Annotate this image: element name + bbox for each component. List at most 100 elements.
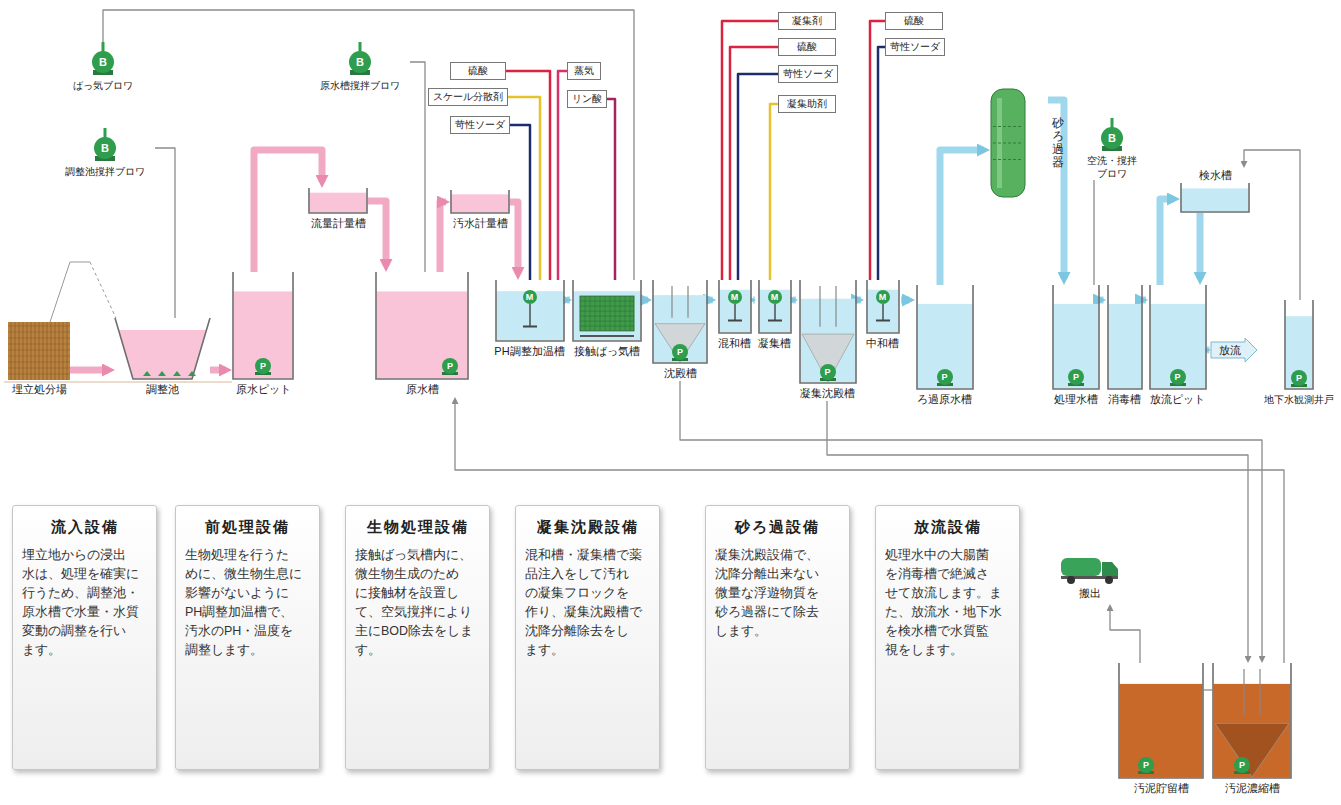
blue-pipe [857, 297, 861, 304]
tank-drawing [450, 190, 510, 214]
hopper [802, 334, 854, 382]
tank-wall [309, 188, 367, 213]
tank: 放流ピットP [1148, 285, 1207, 407]
mixer-letter: M [727, 289, 743, 305]
mixer-paddle [728, 320, 742, 322]
blower-letter: B [97, 140, 113, 156]
blue-pipe [708, 297, 713, 304]
baffle [671, 286, 672, 318]
description-card: 生物処理設備接触ばっ気槽内に、 微生物生成のため に接触材を設置し て、空気撹拌… [345, 505, 490, 770]
media-grid [580, 311, 634, 312]
node-label: 凝集助剤 [783, 97, 831, 111]
tank: ろ過原水槽P [915, 285, 974, 407]
baffle [687, 286, 688, 318]
card-body: 埋立地からの浸出 水は、処理を確実に 行うため、調整池・ 原水槽で水量・水質 変… [22, 546, 147, 660]
description-card: 砂ろ過設備凝集沈殿設備で、 沈降分離出来ない 微量な浮遊物質を 砂ろ過器にて除去… [705, 505, 850, 770]
tank-wall [1181, 183, 1249, 212]
hatch [55, 322, 56, 380]
hatch [67, 322, 68, 380]
sand-layer [993, 159, 1023, 160]
pump-symbol [442, 358, 458, 374]
baffle [1259, 669, 1260, 715]
node-label: 接触ばっ気槽 [574, 344, 640, 359]
blower-outlet [1111, 118, 1114, 128]
node-label: 凝集槽 [758, 336, 791, 351]
description-card: 凝集沈殿設備混和槽・凝集槽で薬 品注入をして汚れ の凝集フロックを 作り、凝集沈… [515, 505, 660, 770]
blue-pipe [1197, 213, 1204, 279]
node-label: 混和槽 [718, 336, 751, 351]
blower-letter: B [1104, 130, 1120, 146]
yel-pipe [508, 97, 540, 280]
tank: 検水槽 [1180, 168, 1250, 213]
water [759, 290, 790, 333]
blower-body [92, 51, 114, 73]
blue-pipe [940, 150, 984, 285]
tank-wall [719, 280, 751, 333]
mixer-paddle [523, 326, 537, 328]
settling-tank: 凝集沈殿槽P [798, 280, 857, 401]
baffle [835, 286, 836, 327]
tank: 中和槽M [864, 280, 901, 351]
pump-letter: P [672, 344, 688, 360]
pump-letter: P [1234, 757, 1250, 773]
blue-pipe [1048, 100, 1064, 279]
blue-pipe [901, 297, 909, 304]
hatch [8, 374, 70, 375]
navy-pipe [878, 47, 885, 280]
pink-pipe [368, 201, 386, 266]
pump-letter: P [1291, 370, 1307, 386]
water [1182, 188, 1249, 211]
node-label: 埋立処分場 [12, 382, 67, 397]
landfill-site: 埋立処分場 [8, 322, 70, 397]
mixer-shaft [882, 304, 883, 321]
blue-pipe [1207, 347, 1209, 354]
pond-wall [115, 318, 210, 379]
tank-wall [1119, 663, 1203, 778]
tank: 流量計量槽 [308, 188, 368, 231]
pump-symbol [1291, 370, 1307, 386]
sand-layer [993, 126, 1023, 127]
contact-media [580, 296, 634, 331]
tank-wall [1108, 285, 1142, 389]
pump-letter: P [1068, 369, 1084, 385]
navy-pipe [510, 125, 530, 280]
hatch [11, 322, 12, 380]
water [574, 291, 641, 340]
node-label: 検水槽 [1199, 168, 1232, 183]
node-label: 空洗・撹拌 ブロワ [1080, 154, 1144, 180]
water [867, 290, 898, 333]
blue-pipe [793, 297, 796, 304]
hatch [8, 326, 70, 327]
steam-pipe [558, 71, 567, 280]
node-label: 処理水槽 [1054, 392, 1098, 407]
pump-symbol [255, 358, 271, 374]
hatch [8, 362, 70, 363]
node-label: 硫酸 [890, 14, 938, 28]
description-card: 前処理設備生物処理を行うた めに、微生物生息に 影響がないように PH調整加温槽… [175, 505, 320, 770]
tank: 原水槽P [375, 272, 469, 397]
tank-drawing [308, 188, 368, 214]
media-grid [580, 306, 634, 307]
blower-body [349, 51, 371, 73]
node-label: 硫酸 [455, 64, 501, 78]
mixer-shaft [734, 304, 735, 321]
wheel [1067, 576, 1075, 584]
pump-letter: P [1170, 369, 1186, 385]
tank-drawing [1107, 285, 1143, 390]
settling-tank: 汚泥濃縮槽P [1212, 663, 1292, 796]
diffuser [143, 371, 151, 376]
pump-letter: P [820, 364, 836, 380]
card-heading: 流入設備 [22, 518, 147, 537]
water [800, 299, 855, 383]
node-label: 凝集剤 [783, 14, 831, 28]
baffle [819, 286, 820, 327]
settling-tank-drawing [1212, 663, 1292, 779]
node-label: 原水ピット [236, 382, 291, 397]
node-label: 砂ろ過器 [1052, 117, 1064, 170]
water [719, 290, 750, 333]
red-pipe [730, 47, 778, 280]
tank-drawing [758, 280, 792, 334]
hatch [39, 322, 40, 380]
regulating-pond-drawing [115, 318, 210, 380]
